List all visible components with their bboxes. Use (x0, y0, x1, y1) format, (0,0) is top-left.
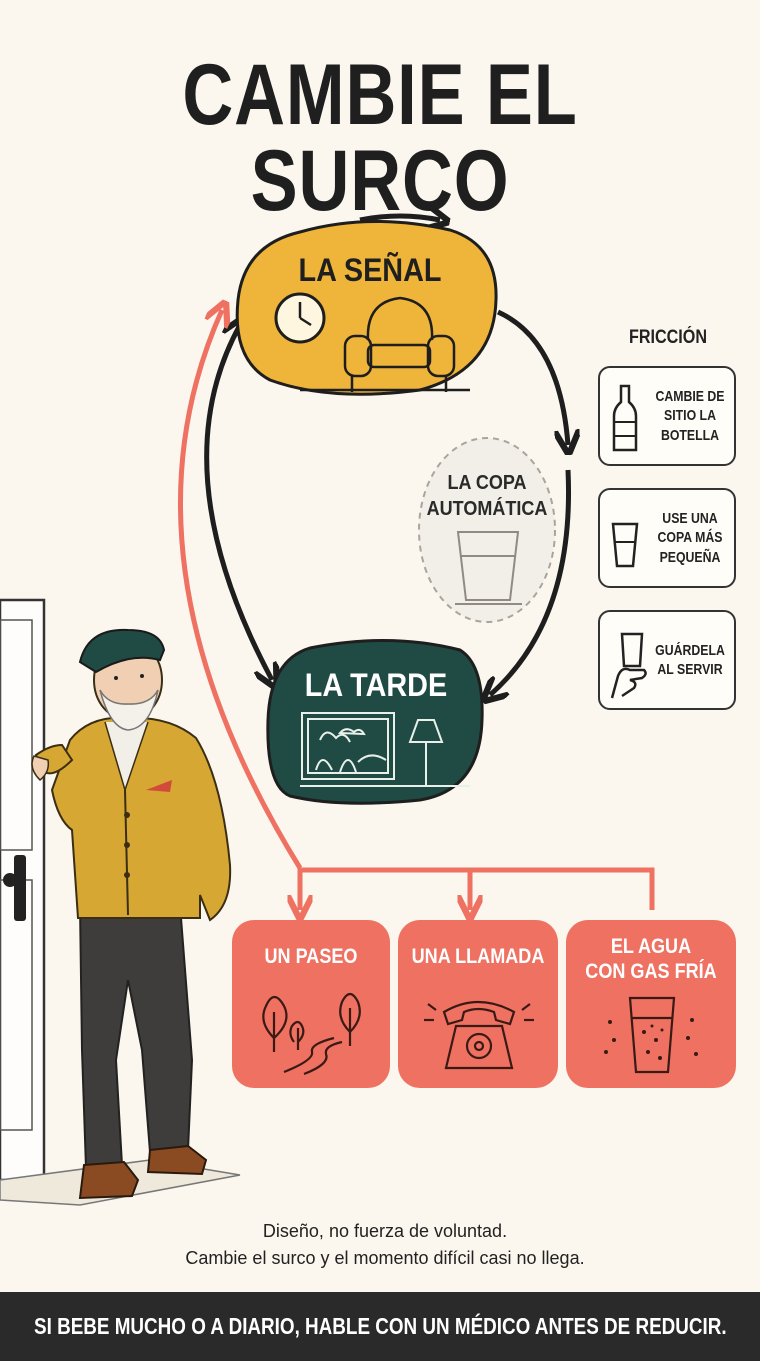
friction-card-bottle: CAMBIE DE SITIO LA BOTELLA (598, 366, 736, 466)
glass-icon (455, 531, 522, 605)
coral-branch (297, 867, 655, 910)
footer-warning: SI BEBE MUCHO O A DIARIO, HABLE CON UN M… (33, 1313, 727, 1339)
friction-text-line: SITIO LA (664, 407, 716, 425)
cue-node (235, 219, 498, 396)
routine-label-line: LA COPA (447, 472, 527, 494)
friction-text-line: USE UNA (662, 509, 718, 527)
alternative-label-line: CON GAS FRÍA (585, 960, 717, 984)
elderly-man-illustration (0, 598, 241, 1206)
loop-arrow-right-lower (490, 469, 572, 695)
footer-bar: SI BEBE MUCHO O A DIARIO, HABLE CON UN M… (0, 1292, 760, 1361)
coral-arrow-up (177, 310, 303, 870)
friction-text: GUÁRDELA AL SERVIR (652, 612, 727, 708)
trees-path-icon (262, 992, 361, 1076)
friction-text-line: GUÁRDELA (655, 641, 725, 659)
friction-text-line: BOTELLA (660, 426, 720, 444)
alternative-card-sparkling-water: EL AGUA CON GAS FRÍA (566, 920, 736, 1088)
friction-title: FRICCIÓN (628, 327, 708, 348)
routine-node (418, 437, 556, 623)
alternative-label: UNA LLAMADA (411, 945, 545, 968)
alternative-card-walk: UN PASEO (232, 920, 390, 1088)
caption: Diseño, no fuerza de voluntad. Cambie el… (150, 1218, 620, 1272)
time-label: LA TARDE (304, 667, 448, 703)
sparkling-water-icon (604, 996, 698, 1074)
loop-arrow-top (359, 216, 440, 220)
telephone-icon (424, 1001, 534, 1070)
alternative-label: EL AGUA CON GAS FRÍA (578, 934, 724, 984)
alternative-card-call: UNA LLAMADA (398, 920, 558, 1088)
alternative-label-line: EL AGUA (610, 935, 692, 958)
friction-text-line: PEQUEÑA (659, 548, 721, 566)
alternative-label: UN PASEO (264, 945, 358, 968)
routine-label-line: AUTOMÁTICA (426, 498, 548, 520)
time-node (266, 638, 484, 805)
bottle-icon (612, 384, 638, 452)
caption-line: Diseño, no fuerza de voluntad. (262, 1221, 508, 1241)
clock-icon (274, 292, 326, 344)
friction-card-small-glass: USE UNA COPA MÁS PEQUEÑA (598, 488, 736, 588)
window-icon (301, 712, 395, 780)
friction-text-line: AL SERVIR (657, 661, 723, 678)
routine-label: LA COPA AUTOMÁTICA (420, 470, 555, 522)
cue-label: LA SEÑAL (298, 252, 442, 288)
friction-text: USE UNA COPA MÁS PEQUEÑA (652, 490, 727, 586)
loop-arrow-left (204, 325, 272, 680)
friction-text: CAMBIE DE SITIO LA BOTELLA (652, 368, 727, 464)
friction-text-line: COPA MÁS (657, 529, 723, 547)
small-glass-icon (611, 522, 639, 568)
friction-text-line: CAMBIE DE (655, 387, 725, 405)
hand-glass-icon (610, 632, 647, 699)
lamp-icon (300, 719, 470, 787)
caption-line: Cambie el surco y el momento difícil cas… (185, 1248, 585, 1268)
armchair-icon (300, 296, 470, 392)
page-title: CAMBIE EL SURCO (182, 47, 578, 229)
friction-card-hand-glass: GUÁRDELA AL SERVIR (598, 610, 736, 710)
loop-arrow-right-upper (496, 309, 568, 445)
